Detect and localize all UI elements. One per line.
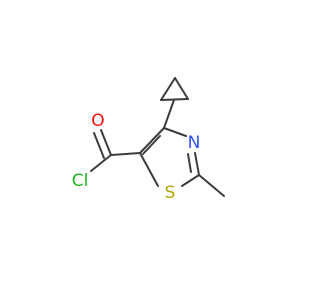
bond-c4-c5-inner bbox=[142, 135, 161, 155]
bond-carbonyl-cl bbox=[90, 154, 112, 172]
bond-c4-cyclopropyl bbox=[163, 99, 175, 129]
molecule-structure: O Cl N S bbox=[72, 77, 225, 203]
atom-sulfur: S bbox=[165, 183, 176, 203]
bond-lines bbox=[90, 77, 225, 197]
atom-chlorine: Cl bbox=[72, 171, 89, 191]
bond-c2-s bbox=[181, 174, 200, 187]
bond-carbonyl-o-1 bbox=[100, 129, 112, 156]
bond-cyclopropyl-2 bbox=[174, 77, 189, 100]
bond-c4-n bbox=[163, 127, 187, 137]
bond-cyclopropyl-1 bbox=[160, 77, 176, 101]
bond-c4-c5 bbox=[139, 127, 165, 154]
atom-nitrogen: N bbox=[188, 133, 201, 153]
bond-c2-methyl bbox=[198, 174, 225, 197]
atom-oxygen: O bbox=[91, 111, 104, 131]
bond-s-c5 bbox=[139, 152, 159, 187]
bond-n-c2-inner bbox=[187, 153, 192, 173]
bond-carbonyl-o-2 bbox=[93, 132, 105, 159]
bond-c5-carbonyl bbox=[110, 152, 141, 156]
bond-n-c2 bbox=[194, 152, 200, 176]
